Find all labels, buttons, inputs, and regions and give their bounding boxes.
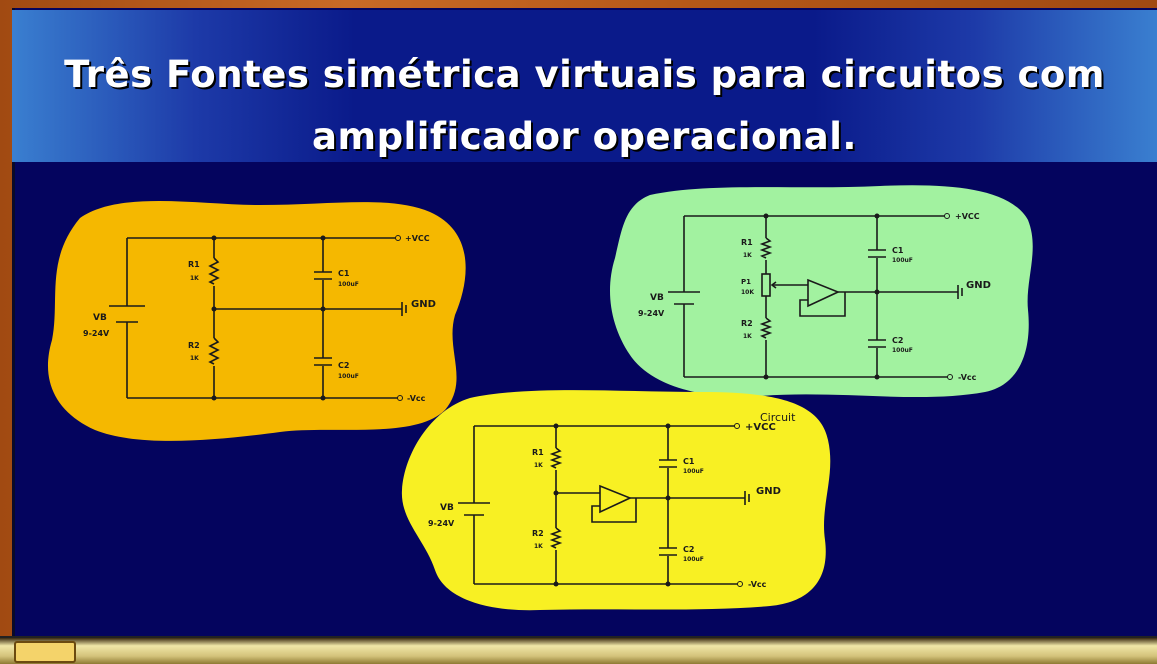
- circuit-1-c2-value: 100uF: [338, 373, 359, 380]
- circuit-3-c1-label: C1: [683, 457, 695, 466]
- circuit-1-vcc-label: +VCC: [405, 234, 430, 243]
- circuit-2-vee-terminal: [947, 374, 953, 380]
- circuit-1-vcc-terminal: [395, 235, 401, 241]
- circuit-2-c2-value: 100uF: [892, 347, 913, 354]
- circuit-2-r1-value: 1K: [743, 252, 752, 259]
- circuit-1-blob: [47, 200, 466, 441]
- circuit-3-vee-terminal: [737, 581, 743, 587]
- chalk-ledge: [0, 636, 1157, 664]
- circuit-2-r2-label: R2: [741, 319, 753, 328]
- circuit-3-blob: [401, 390, 831, 611]
- circuit-2-vee-label: -Vcc: [958, 373, 977, 382]
- circuit-3-vee-label: -Vcc: [748, 580, 767, 589]
- circuit-1-r1-value: 1K: [190, 275, 199, 282]
- circuit-3-wires: [458, 425, 750, 585]
- title-line-2: amplificador operacional.: [312, 115, 857, 158]
- circuit-1-gnd-label: GND: [411, 299, 436, 310]
- circuit-1-c1-label: C1: [338, 269, 350, 278]
- circuit-1-vee-label: -Vcc: [407, 394, 426, 403]
- circuit-3-r2-label: R2: [532, 529, 544, 538]
- circuit-2-blob: [610, 185, 1033, 398]
- circuit-3-c2-value: 100uF: [683, 556, 704, 563]
- circuit-2: +VCC GND -Vcc VB 9-24V R1 1K P1 10K R2 1…: [610, 185, 1033, 398]
- circuit-3-source-range: 9-24V: [428, 519, 455, 528]
- circuit-1-source-range: 9-24V: [83, 329, 110, 338]
- circuit-2-r2-value: 1K: [743, 333, 752, 340]
- circuit-1-wires: [109, 237, 407, 399]
- eraser-icon: [14, 641, 76, 663]
- circuit-3-r1-value: 1K: [534, 462, 543, 469]
- title-band: [12, 10, 1157, 162]
- circuit-2-vcc-terminal: [944, 213, 950, 219]
- circuit-3-c2-label: C2: [683, 545, 694, 554]
- circuit-3-r2-value: 1K: [534, 543, 543, 550]
- circuit-1-vee-terminal: [397, 395, 403, 401]
- circuit-1-c2-label: C2: [338, 361, 349, 370]
- circuit-1-r2-label: R2: [188, 341, 200, 350]
- circuit-2-gnd-label: GND: [966, 280, 991, 291]
- circuit-2-wires: [668, 215, 963, 378]
- circuit-3-c1-value: 100uF: [683, 468, 704, 475]
- circuit-2-p1-label: P1: [741, 278, 751, 286]
- circuit-3-vcc-label: +VCC: [745, 422, 776, 433]
- circuit-3-r1-label: R1: [532, 448, 544, 457]
- circuit-2-c2-label: C2: [892, 336, 903, 345]
- circuit-2-c1-label: C1: [892, 246, 904, 255]
- circuit-1-r1-label: R1: [188, 260, 200, 269]
- circuit-2-c1-value: 100uF: [892, 257, 913, 264]
- circuit-3-source-label: VB: [440, 503, 454, 513]
- circuit-1-nodes: [211, 235, 326, 401]
- circuit-3-gnd-label: GND: [756, 486, 781, 497]
- circuit-3-nodes: [553, 423, 671, 587]
- circuit-2-r1-label: R1: [741, 238, 753, 247]
- circuit-1-c1-value: 100uF: [338, 281, 359, 288]
- circuit-1: +VCC GND -Vcc VB 9-24V R1 1K R2 1K C1 10…: [47, 200, 466, 441]
- circuit-1-r2-value: 1K: [190, 355, 199, 362]
- circuit-3-vcc-terminal: [734, 423, 740, 429]
- circuit-2-p1-value: 10K: [741, 289, 754, 296]
- circuit-3-extra-label: Circuit: [760, 411, 796, 424]
- circuit-2-vcc-label: +VCC: [955, 212, 980, 221]
- slide-title: Três Fontes simétrica virtuais para circ…: [12, 44, 1157, 168]
- title-line-1: Três Fontes simétrica virtuais para circ…: [64, 53, 1105, 96]
- circuit-2-source-label: VB: [650, 293, 664, 303]
- circuit-1-source-label: VB: [93, 313, 107, 323]
- circuit-2-source-range: 9-24V: [638, 309, 665, 318]
- circuit-3: Circuit +VCC GND -Vcc VB 9-24V R1 1K R2 …: [401, 390, 831, 611]
- circuit-2-nodes: [763, 213, 880, 380]
